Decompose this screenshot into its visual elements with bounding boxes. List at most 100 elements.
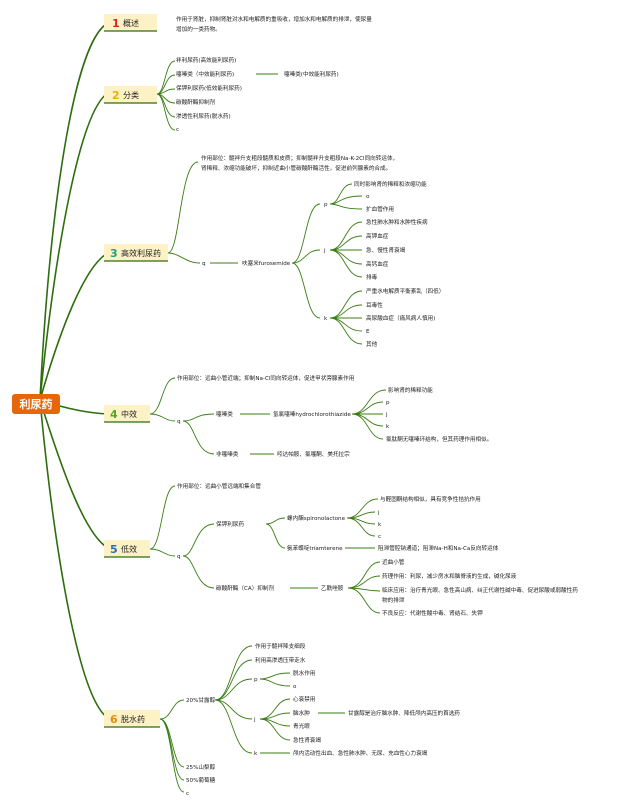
low-a-item: 与醛固酮结构相似，具有竞争性拮抗作用 [380,495,481,503]
dehyd-other: 50%葡萄糖 [186,776,216,784]
dehyd-p-item: o [293,684,297,690]
low-a-item: k [378,522,382,528]
low-cls1: 保钾利尿药 [216,520,244,528]
mid-drug2: 吲达帕胺、氯噻酮、美托拉宗 [277,450,350,458]
low-c-item: 近曲小管 [382,558,405,566]
low-c-item: 不良反应：代谢性酸中毒、肾结石、失钾 [382,609,483,617]
high-desc-1: 作用部位：髓袢升支粗段髓质和皮质；抑制髓袢升支粗段Na-K-2Cl同向转运体， [201,154,398,162]
high-k-item: 耳毒性 [366,301,383,309]
dehyd-brain-note: 甘露醇是治疗脑水肿、降低颅内高压的首选药 [348,709,460,717]
high-q: q [202,261,206,267]
dehyd-j-item: 急性肾衰竭 [293,736,321,744]
high-desc-2: 肾稀释、浓缩功能破坏，抑制近曲小管碳酸酐酶活性，促进前列腺素的合成。 [201,164,391,172]
high-j-item: 高钾血症 [366,232,389,240]
dehyd-other: c [186,791,189,797]
low-drugC: 乙酰唑胺 [321,584,344,592]
high-num: 3 [110,247,118,260]
root-node[interactable]: 利尿药 [12,394,60,414]
mid-cls2: 非噻嗪类 [216,450,239,458]
high-j-item: 排毒 [366,273,378,281]
low-cls2: 碳酸酐酶（CA）抑制剂 [216,584,274,592]
high-p: p [324,202,328,208]
dehyd-branches [159,645,345,793]
dehyd-top-item: 作用于髓袢降支细段 [255,642,306,650]
dehyd-p-item: 脱水作用 [293,669,315,677]
low-b-item: 阻滞管腔钠通道；阻滞Na-H和Na-Ca反向转运体 [378,544,499,552]
low-c-item: 物的排泄 [382,596,405,604]
high-drug: 呋塞米furosemide [242,259,291,267]
dehyd-j-item: 青光眼 [293,722,310,730]
overview-text-1: 作用于肾脏，抑制肾脏对水和电解质的重吸收，增加水和电解质的排泄，使尿量 [176,15,372,23]
overview-num: 1 [112,17,120,30]
node-dehyd[interactable]: 6 脱水药 [104,710,160,728]
high-j-item: 急性肺水肿和水肿性疾病 [366,218,428,226]
low-num: 5 [110,543,118,556]
high-title: 高效利尿药 [121,248,161,258]
low-q: q [177,554,181,560]
node-low[interactable]: 5 低效 [104,540,150,558]
low-drugB: 氨苯蝶啶triamterene [287,544,343,552]
dehyd-drug: 20%甘露醇 [186,696,216,704]
low-a-item: c [378,534,381,540]
classify-item: 碳酸酐酶抑制剂 [176,98,216,106]
classify-sub: 噻嗪类(中效能利尿药) [284,70,339,78]
classify-item: c [176,127,179,133]
node-high[interactable]: 3 高效利尿药 [104,244,168,262]
low-a-item: j [377,510,380,516]
classify-item: 渗透性利尿药(脱水药) [176,112,231,120]
root-label: 利尿药 [20,397,53,411]
mid-q: q [177,419,181,425]
dehyd-p: p [254,677,258,683]
node-overview[interactable]: 1 概述 [104,14,157,32]
high-k-item: 高尿酸血症（痛风病人慎用) [366,314,435,322]
low-title: 低效 [121,544,137,554]
high-k-item: 其他 [366,340,378,348]
low-desc: 作用部位：远曲小管远端和集合管 [177,482,261,490]
mid-d1-item: 氯肽酮无噻嗪环结构，但其药理作用相似。 [386,435,492,443]
low-drugA: 螺内酯spironolactone [287,514,346,522]
high-p-item: o [366,194,370,200]
dehyd-top-item: 利用高渗透压带走水 [255,656,306,664]
dehyd-j-item: 脑水肿 [293,709,310,717]
high-p-item: 同时影响肾的稀释和浓缩功能 [354,180,427,188]
dehyd-k-item: 颅内活动性出血、急性肺水肿、无尿、充血性心力衰竭 [293,749,428,757]
mid-branches [149,377,387,455]
classify-branches [156,60,278,131]
mid-d1-item: p [386,400,390,406]
high-branches [167,161,363,345]
mid-title: 中效 [121,409,137,419]
overview-text-2: 增加的一类药物。 [176,25,221,33]
node-mid[interactable]: 4 中效 [104,405,150,423]
main-branches [39,22,109,719]
mid-d1-item: 影响肾的稀释功能 [388,386,433,394]
high-j: j [323,248,326,254]
high-k: k [324,316,328,322]
classify-num: 2 [112,89,120,102]
classify-item: 袢利尿药(高效能利尿药) [176,56,236,64]
dehyd-num: 6 [110,713,118,726]
high-p-item: 扩血管作用 [366,205,394,213]
dehyd-j: j [253,717,256,723]
classify-title: 分类 [123,90,139,100]
classify-item: 保钾利尿药(低效能利尿药) [176,84,242,92]
high-j-item: 高钙血症 [366,260,389,268]
low-c-item: 临床应用：治疗青光眼、急性高山病、纠正代谢性碱中毒、促进尿酸或弱酸性药 [382,586,578,594]
dehyd-title: 脱水药 [121,714,145,724]
low-c-item: 药理作用：利尿，减少房水和脑脊液的生成，碱化尿液 [382,572,517,580]
mid-cls1: 噻嗪类 [216,410,233,418]
mid-d1-item: j [385,412,388,418]
mid-num: 4 [110,408,118,421]
overview-title: 概述 [123,18,139,28]
mid-d1-item: k [386,424,390,430]
classify-item: 噻嗪类（中效能利尿药) [176,70,234,78]
low-branches [149,485,381,614]
dehyd-j-item: 心衰禁用 [293,695,315,703]
dehyd-k: k [254,751,258,757]
mid-desc: 作用部位：远曲小管近端；抑制Na-Cl同向转运体，促进甲状旁腺素作用 [177,374,354,382]
high-j-item: 急、慢性肾衰竭 [366,246,406,254]
node-classify[interactable]: 2 分类 [104,86,157,104]
high-k-item: 严重水电解质平衡紊乱（四低） [366,287,444,295]
high-k-item: E [366,329,370,335]
mid-drug1: 氢氯噻嗪hydrochlorothiazide [273,410,351,418]
